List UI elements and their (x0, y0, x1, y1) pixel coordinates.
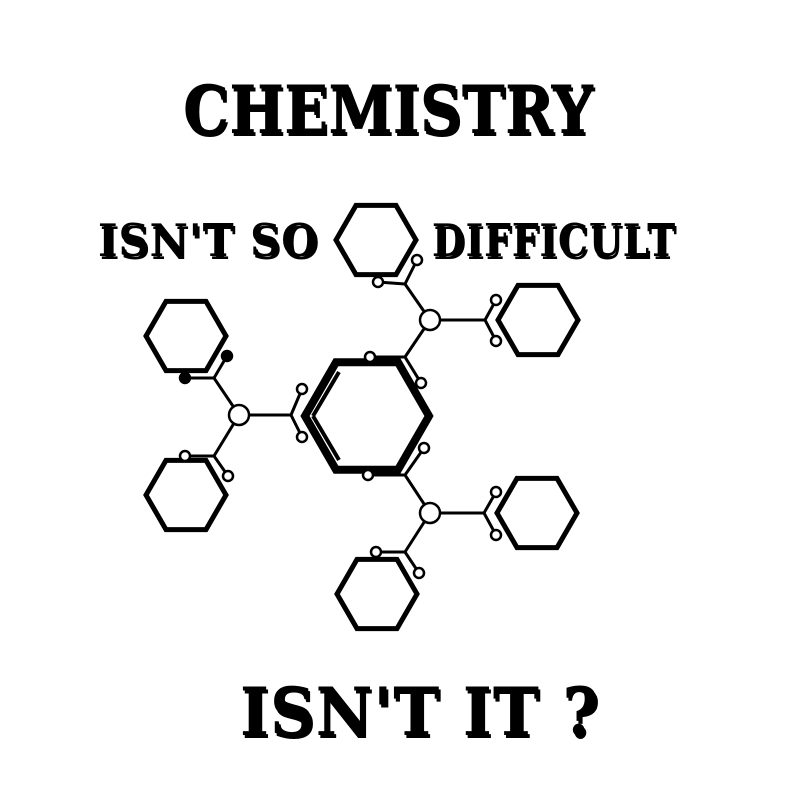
l-down-atom (178, 449, 192, 463)
top-right-ring-icon (495, 282, 581, 358)
subtitle-isnt-so: ISN'T SO (98, 214, 319, 267)
left-junction-node (227, 403, 251, 427)
ur-up-atom (371, 275, 385, 289)
l-down-atom (221, 469, 235, 483)
lr-up-atom (417, 441, 431, 455)
central-benzene-ring-icon (300, 358, 434, 474)
title-chemistry: CHEMISTRY (183, 71, 593, 149)
ur-down-atom (414, 376, 428, 390)
tagline-isnt-it: ISN'T IT ? (240, 673, 600, 751)
lr-down-atom (412, 566, 426, 580)
ur-down-atom (363, 350, 377, 364)
l-right-atom (295, 382, 309, 396)
ur-right-atom (489, 334, 503, 348)
subtitle-difficult: DIFFICULT (432, 214, 677, 267)
upper-left-ring-icon (143, 298, 229, 374)
bottom-ring-icon (334, 556, 420, 632)
l-right-atom (295, 430, 309, 444)
l-up-atom (220, 349, 234, 363)
central-ring-inner-bond (311, 370, 341, 418)
upper-right-junction-node (418, 308, 442, 332)
lower-right-junction-node (418, 501, 442, 525)
central-ring-inner-bond (311, 414, 341, 462)
bottom-right-ring-icon (494, 475, 580, 551)
l-up-atom (178, 371, 192, 385)
ur-right-atom (489, 293, 503, 307)
top-inline-ring-icon (333, 202, 419, 278)
lower-left-ring-icon (143, 457, 229, 533)
ur-up-atom (410, 253, 424, 267)
lr-up-atom (361, 468, 375, 482)
lr-right-atom (489, 528, 503, 542)
lr-right-atom (489, 485, 503, 499)
lr-down-atom (369, 545, 383, 559)
